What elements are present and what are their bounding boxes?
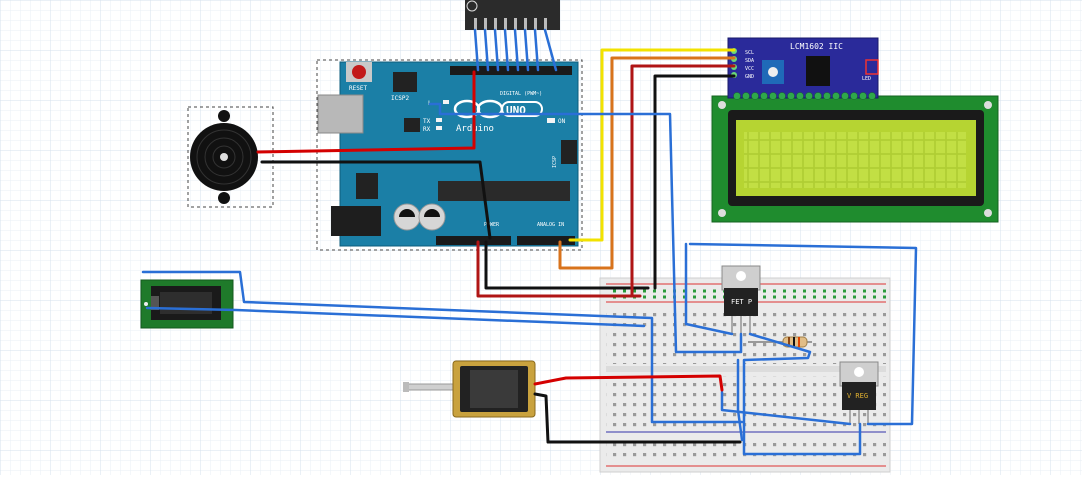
scl-wire	[568, 48, 736, 242]
fet-label: FET P	[731, 298, 752, 306]
solenoid-return-wire	[736, 358, 744, 442]
sda-wire	[558, 56, 736, 270]
lcd-header-pin	[742, 92, 750, 100]
pin-header	[465, 0, 560, 30]
lcd-header-pin	[787, 92, 795, 100]
lcd-header-pin	[859, 92, 867, 100]
lcd-header-pin	[850, 92, 858, 100]
lcd-header-pin	[751, 92, 759, 100]
push-pull-solenoid	[403, 360, 536, 418]
lcd-header-pin	[733, 92, 741, 100]
lcd-header-pin	[760, 92, 768, 100]
on-label: ON	[558, 118, 566, 125]
lcd-header-pin	[823, 92, 831, 100]
fet-wire	[684, 242, 734, 336]
icsp2-label: ICSP2	[391, 95, 409, 102]
lcd-led-label: LED	[862, 76, 871, 82]
solenoid-positive-wire	[533, 374, 724, 392]
header-wires	[473, 28, 558, 72]
gnd-wire	[484, 240, 650, 290]
voltage-regulator: V REG	[839, 361, 879, 424]
lcd-pin-vcc: VCC	[745, 66, 754, 72]
lcd-pin-sda: SDA	[745, 58, 754, 64]
rx-label: RX	[423, 126, 431, 133]
lcd-header-pin	[814, 92, 822, 100]
analog-label: ANALOG IN	[537, 222, 564, 228]
gate-signal-wire	[428, 102, 743, 354]
jack-wire-2	[145, 306, 646, 328]
lcd-header-pin	[805, 92, 813, 100]
reset-label: RESET	[349, 85, 367, 92]
lcd-header-pin	[832, 92, 840, 100]
lcd-header-pin	[778, 92, 786, 100]
icsp-label: ICSP	[552, 156, 558, 168]
lcd-header-pin	[796, 92, 804, 100]
buzzer-positive-wire	[256, 70, 476, 154]
lcd-pin-scl: SCL	[745, 50, 754, 56]
lcd-header-pin	[841, 92, 849, 100]
regulator-out-wire	[742, 332, 862, 456]
solenoid-ctrl-wire	[720, 390, 852, 426]
lcd-gnd-wire	[653, 74, 736, 290]
wires	[141, 28, 918, 456]
buzzer-ground-wire	[260, 160, 492, 240]
digital-label: DIGITAL (PWM~)	[500, 91, 542, 97]
dc-barrel-jack	[140, 279, 234, 329]
regulator-in-wire	[688, 242, 918, 426]
5v-wire	[476, 240, 642, 298]
lcd-pin-gnd: GND	[745, 74, 754, 80]
solenoid-negative-wire	[533, 392, 742, 444]
vreg-label: V REG	[847, 392, 868, 400]
arduino-uno: Arduino UNO RESET ICSP2 DIGITAL (PWM~) O…	[316, 59, 583, 251]
power-label: POWER	[484, 222, 500, 228]
tx-label: TX	[423, 118, 431, 125]
lcd-header-pin	[769, 92, 777, 100]
lcd-1602: LCM1602 IIC SCL SDA VCC GND LED	[711, 37, 999, 223]
piezo-buzzer	[187, 106, 274, 208]
lcd-backpack-label: LCM1602 IIC	[790, 42, 843, 51]
fet-p-transistor: FET P	[721, 265, 761, 334]
lcd-header-pin	[868, 92, 876, 100]
jack-wire-1	[141, 270, 744, 424]
vcc-wire	[630, 64, 736, 298]
